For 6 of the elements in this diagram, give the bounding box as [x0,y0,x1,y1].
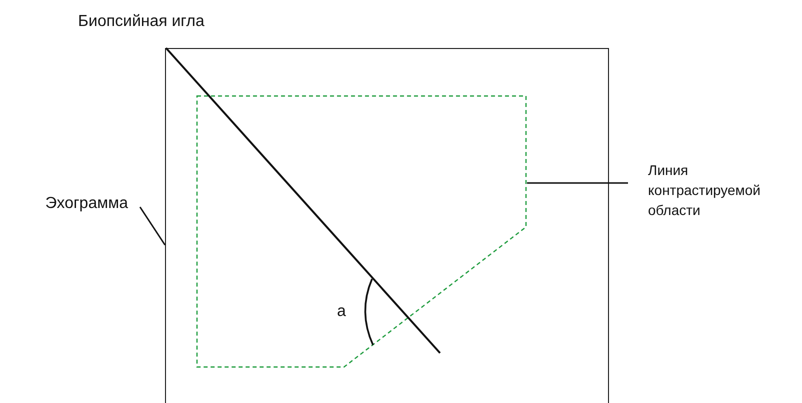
leader-line [139,206,166,246]
part-label: Линия контрастируемой области [647,161,762,220]
angle-label: a [337,302,346,322]
part-label: Эхограмма [44,194,129,214]
part-label: Биопсийная игла [78,12,206,32]
leader-line [527,182,628,184]
